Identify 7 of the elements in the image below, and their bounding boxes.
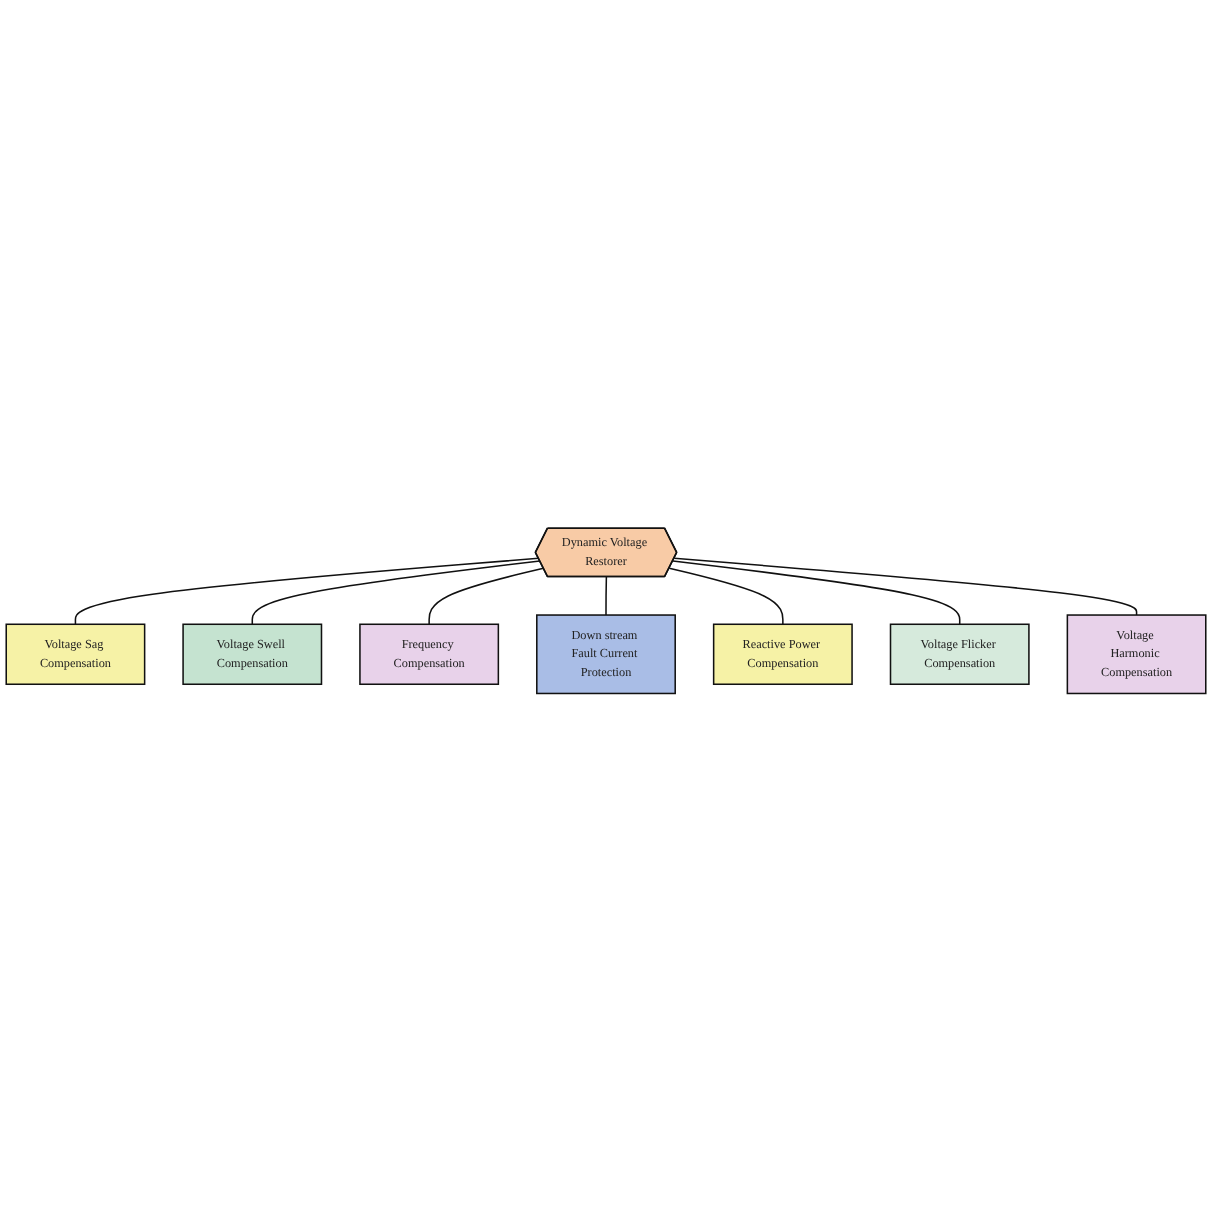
connector — [673, 557, 1138, 616]
connector — [428, 567, 545, 626]
connector — [74, 557, 540, 626]
connector — [672, 560, 961, 626]
connector — [251, 560, 541, 626]
connector — [605, 576, 608, 616]
connector — [668, 567, 784, 626]
